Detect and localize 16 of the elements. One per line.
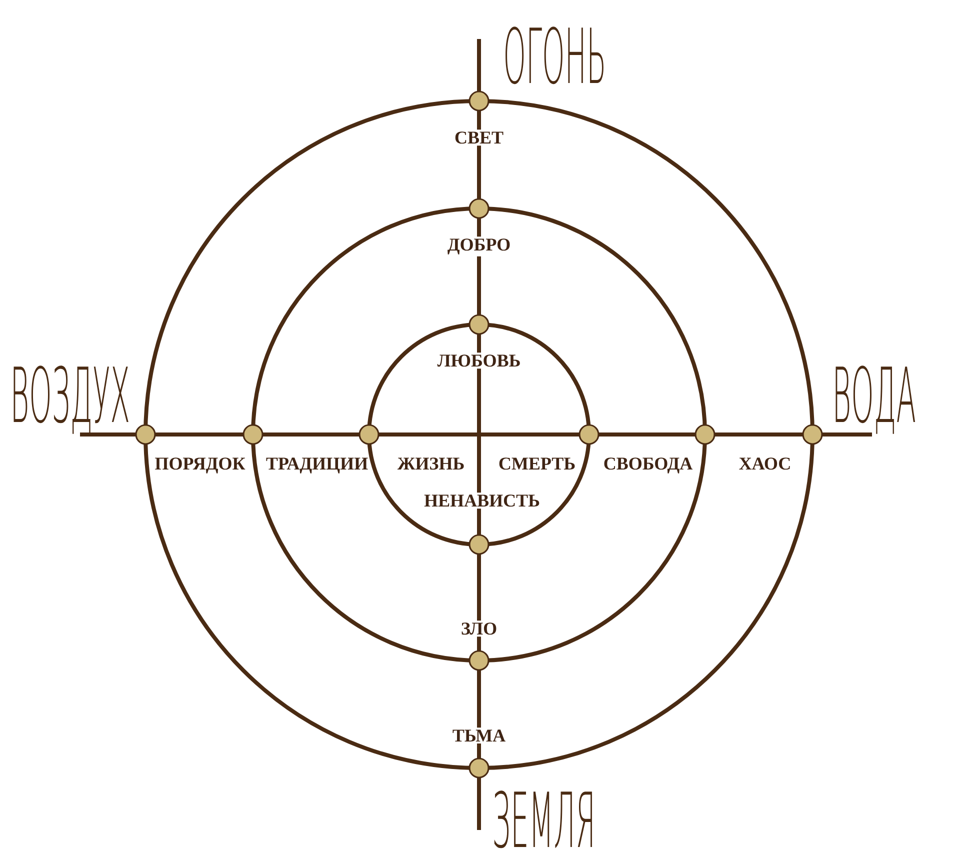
axis-end-label: ОГОНЬ bbox=[506, 26, 604, 84]
axis-end-label: ВОЗДУХ bbox=[14, 366, 128, 434]
axis-end-label: ВОДА bbox=[836, 366, 916, 434]
concept-label: ЗЛО bbox=[460, 620, 498, 637]
axis-end-label: ЗЕМЛЯ bbox=[494, 790, 592, 848]
concept-label: ЛЮБОВЬ bbox=[436, 352, 522, 369]
concept-label: ДОБРО bbox=[446, 236, 512, 256]
concept-label: СВОБОДА bbox=[604, 458, 693, 474]
concept-label: ХАОС bbox=[739, 458, 790, 470]
concept-label: ПОРЯДОК bbox=[155, 458, 246, 474]
concept-label: НЕНАВИСТЬ bbox=[423, 492, 541, 509]
concept-label: ТРАДИЦИИ bbox=[266, 458, 368, 474]
concept-label: СМЕРТЬ bbox=[499, 458, 575, 470]
concept-label: ТЬМА bbox=[451, 728, 507, 744]
concept-label: СВЕТ bbox=[454, 130, 504, 146]
concept-label: ЖИЗНЬ bbox=[397, 458, 464, 470]
